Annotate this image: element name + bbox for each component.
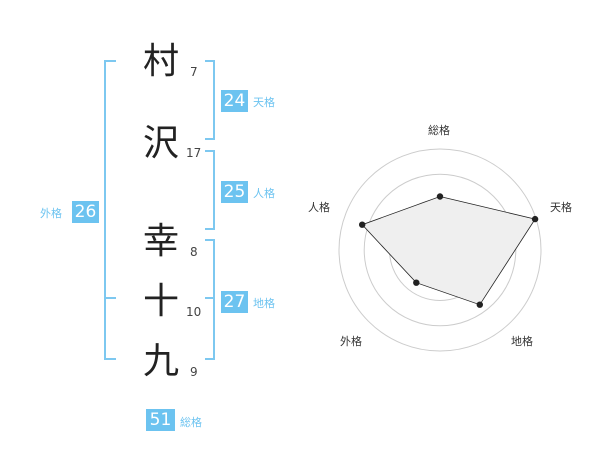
gaikaku-value-badge: 26: [72, 201, 99, 223]
stroke-count-1: 7: [190, 65, 198, 79]
stroke-count-5: 9: [190, 365, 198, 379]
stroke-count-3: 8: [190, 245, 198, 259]
gaikaku-label: 外格: [40, 207, 62, 220]
name-char-4: 十: [142, 281, 179, 322]
chikaku-value-badge: 27: [221, 291, 248, 313]
soukaku-value-badge: 51: [146, 409, 175, 431]
radar-label-chikaku: 地格: [511, 335, 533, 348]
radar-point-tenkaku: [531, 215, 539, 223]
radar-point-chikaku: [476, 301, 483, 308]
stroke-count-4: 10: [186, 305, 202, 319]
radar-point-jinkaku: [359, 221, 366, 228]
soukaku-label: 総格: [180, 416, 202, 429]
radar-grid-ring: [363, 173, 517, 327]
radar-point-soukaku: [436, 193, 444, 200]
chikaku-label: 地格: [253, 297, 275, 310]
radar-label-jinkaku: 人格: [308, 201, 330, 214]
name-char-2: 沢: [142, 123, 179, 164]
radar-label-tenkaku: 天格: [550, 201, 572, 214]
radar-label-soukaku: 総格: [428, 124, 450, 137]
radar-shape: [361, 196, 536, 306]
name-char-3: 幸: [142, 221, 179, 262]
radar-label-gaikaku: 外格: [340, 335, 362, 348]
name-char-1: 村: [142, 41, 179, 82]
tenkaku-value-badge: 24: [221, 90, 248, 112]
radar-point-gaikaku: [413, 279, 420, 286]
name-char-5: 九: [142, 341, 179, 382]
jinkaku-label: 人格: [253, 187, 275, 200]
radar-points: [359, 193, 539, 308]
stroke-count-2: 17: [186, 146, 202, 160]
radar-grid-ring: [338, 148, 542, 352]
tenkaku-label: 天格: [253, 96, 275, 109]
jinkaku-value-badge: 25: [221, 181, 248, 203]
